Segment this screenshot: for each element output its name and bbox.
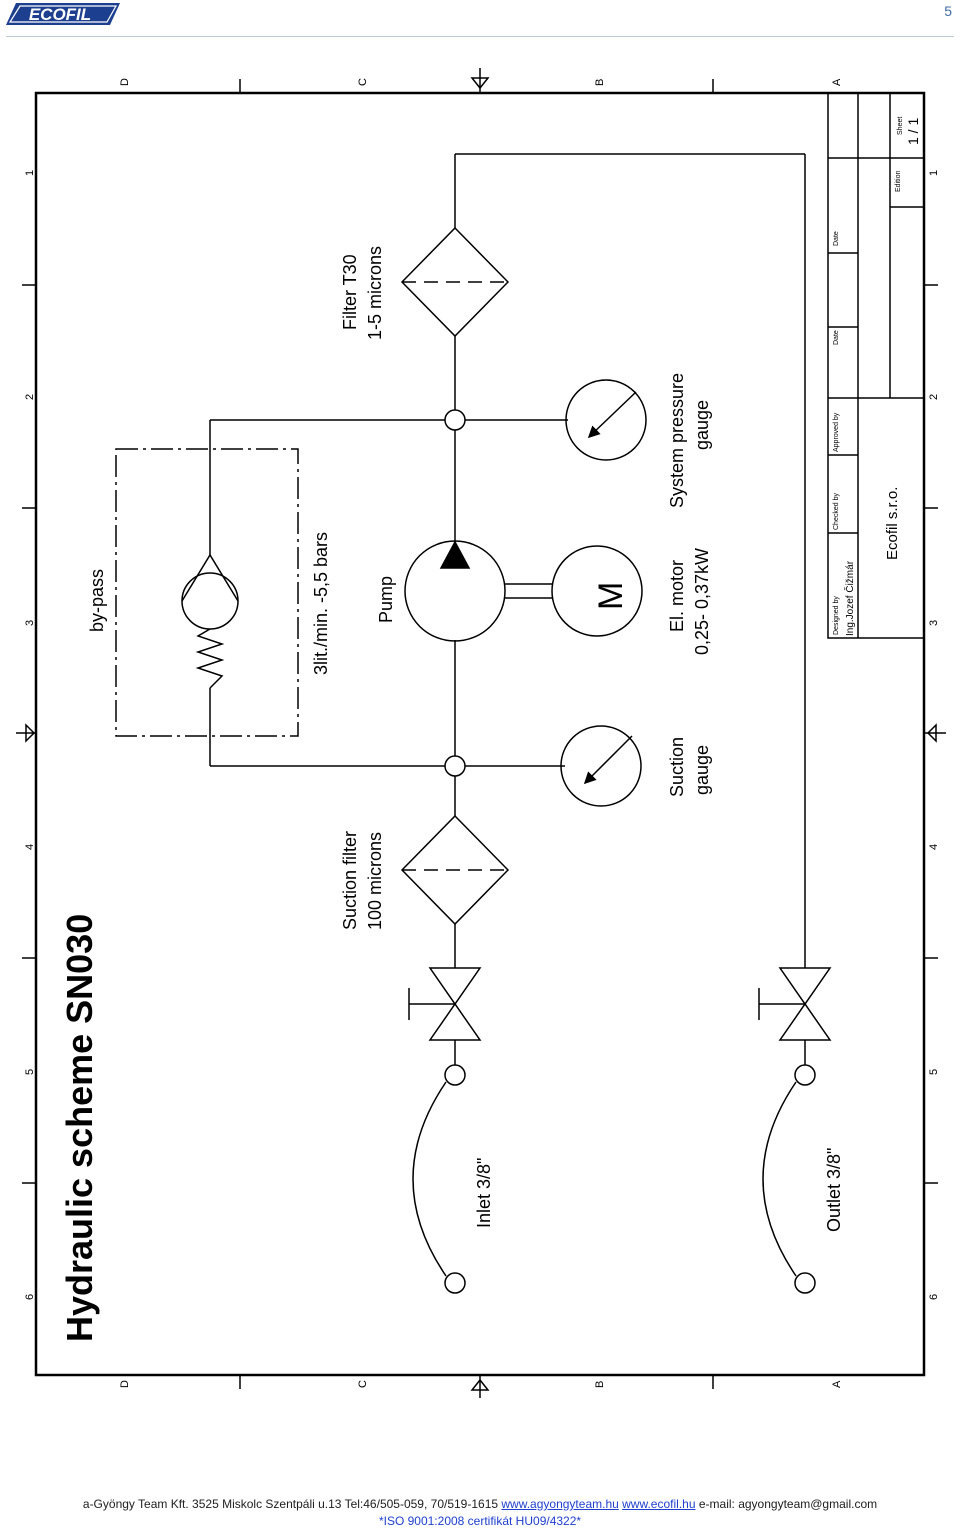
frame-row-label-bottom-c: C bbox=[357, 1380, 369, 1388]
pump-motor-shaft bbox=[505, 583, 552, 599]
frame-row-label-top-d: D bbox=[119, 78, 131, 86]
system-pressure-gauge-symbol bbox=[565, 379, 647, 461]
label-filter-line2: 1-5 microns bbox=[365, 246, 385, 340]
label-system-gauge-line2: gauge bbox=[692, 400, 712, 450]
pump-symbol bbox=[404, 540, 506, 642]
label-suction-filter-line2: 100 microns bbox=[365, 832, 385, 930]
frame-row-label-top-c: C bbox=[357, 78, 369, 86]
port-inlet-top bbox=[444, 1064, 466, 1086]
outlet-valve-symbol bbox=[758, 967, 832, 1041]
frame-col-label-right-4: 4 bbox=[928, 844, 940, 850]
label-motor-line2: 0,25- 0,37kW bbox=[692, 548, 712, 655]
page-number: 5 bbox=[944, 3, 952, 19]
port-outlet-top bbox=[794, 1064, 816, 1086]
frame-ticks bbox=[22, 79, 938, 1389]
junction-suction bbox=[444, 755, 466, 777]
filter-t30-symbol bbox=[400, 226, 510, 338]
footer-certificate: *ISO 9001:2008 certifikát HU09/4322* bbox=[378, 1514, 582, 1528]
label-motor-line1: El. motor bbox=[667, 560, 687, 632]
port-outlet-bottom bbox=[794, 1272, 816, 1294]
title-block-sheet-value: 1 / 1 bbox=[905, 118, 921, 145]
suction-gauge-symbol bbox=[560, 725, 642, 807]
label-inlet: Inlet 3/8" bbox=[474, 1158, 494, 1228]
inlet-hose bbox=[412, 1081, 447, 1277]
frame-row-label-bottom-b: B bbox=[594, 1381, 606, 1388]
hoses bbox=[412, 1081, 797, 1277]
suction-filter-symbol bbox=[400, 814, 510, 926]
frame-col-label-left-1: 1 bbox=[24, 170, 36, 176]
title-block-sheet-label: Sheet bbox=[897, 117, 904, 135]
footer-email: e-mail: agyongyteam@gmail.com bbox=[698, 1497, 878, 1511]
frame-col-label-right-6: 6 bbox=[928, 1294, 940, 1300]
label-bypass-spec: 3lit./min. -5,5 bars bbox=[311, 532, 331, 675]
page-header: ECOFIL 5 bbox=[0, 0, 960, 40]
frame-col-label-right-3: 3 bbox=[928, 620, 940, 626]
label-pump: Pump bbox=[376, 576, 396, 623]
bypass-valve-symbol bbox=[115, 448, 299, 737]
frame-col-label-left-6: 6 bbox=[24, 1294, 36, 1300]
hydraulic-lines bbox=[209, 153, 806, 1065]
frame-row-label-bottom-d: D bbox=[119, 1380, 131, 1388]
scheme-title: Hydraulic scheme SN030 bbox=[59, 914, 100, 1342]
footer-line-1: a-Gyöngy Team Kft. 3525 Miskolc Szentpál… bbox=[0, 1496, 960, 1513]
frame-col-label-right-2: 2 bbox=[928, 394, 940, 400]
title-block-designer: Ing.Jozef Čižmár bbox=[843, 560, 856, 636]
inlet-valve-symbol bbox=[408, 967, 482, 1041]
centre-marks bbox=[16, 68, 946, 1398]
port-inlet-bottom bbox=[444, 1272, 466, 1294]
ecofil-logo: ECOFIL bbox=[6, 3, 120, 25]
frame-col-label-right-1: 1 bbox=[928, 170, 940, 176]
hydraulic-scheme-drawing: D C B A D C B A 1 2 3 4 5 6 1 2 3 4 5 6 … bbox=[16, 68, 946, 1398]
title-block-company: Ecofil s.r.o. bbox=[884, 487, 901, 560]
page-footer: a-Gyöngy Team Kft. 3525 Miskolc Szentpál… bbox=[0, 1496, 960, 1530]
label-suction-gauge-line2: gauge bbox=[692, 745, 712, 795]
footer-link-agyongyteam[interactable]: www.agyongyteam.hu bbox=[501, 1497, 619, 1511]
outlet-hose bbox=[762, 1081, 797, 1277]
label-system-gauge-line1: System pressure bbox=[667, 373, 687, 508]
header-rule bbox=[6, 36, 954, 37]
frame-col-label-left-3: 3 bbox=[24, 620, 36, 626]
motor-symbol-letter: M bbox=[592, 582, 630, 610]
title-block-edition-label: Edition bbox=[895, 170, 902, 192]
frame-row-label-top-a: A bbox=[831, 78, 843, 86]
title-block-date-label-2: Date bbox=[833, 330, 840, 345]
logo-text: ECOFIL bbox=[29, 5, 91, 24]
title-block bbox=[827, 92, 925, 639]
frame-col-label-left-5: 5 bbox=[24, 1069, 36, 1075]
label-suction-filter-line1: Suction filter bbox=[340, 831, 360, 930]
frame-col-label-left-2: 2 bbox=[24, 394, 36, 400]
frame-col-label-left-4: 4 bbox=[24, 844, 36, 850]
title-block-date-label-1: Date bbox=[833, 231, 840, 246]
frame-row-label-top-b: B bbox=[594, 79, 606, 86]
title-block-designed-label: Designed by bbox=[833, 596, 840, 635]
label-suction-gauge-line1: Suction bbox=[667, 737, 687, 797]
footer-company: a-Gyöngy Team Kft. 3525 Miskolc Szentpál… bbox=[82, 1497, 499, 1511]
motor-symbol bbox=[551, 545, 643, 637]
label-bypass: by-pass bbox=[87, 569, 107, 632]
label-filter-line1: Filter T30 bbox=[340, 254, 360, 330]
frame-row-label-bottom-a: A bbox=[831, 1380, 843, 1388]
junctions bbox=[444, 409, 816, 1294]
title-block-approved-label: Approved by bbox=[833, 412, 840, 452]
label-outlet: Outlet 3/8" bbox=[824, 1148, 844, 1232]
footer-link-ecofil[interactable]: www.ecofil.hu bbox=[622, 1497, 696, 1511]
frame-col-label-right-5: 5 bbox=[928, 1069, 940, 1075]
title-block-checked-label: Checked by bbox=[833, 493, 840, 530]
junction-system bbox=[444, 409, 466, 431]
